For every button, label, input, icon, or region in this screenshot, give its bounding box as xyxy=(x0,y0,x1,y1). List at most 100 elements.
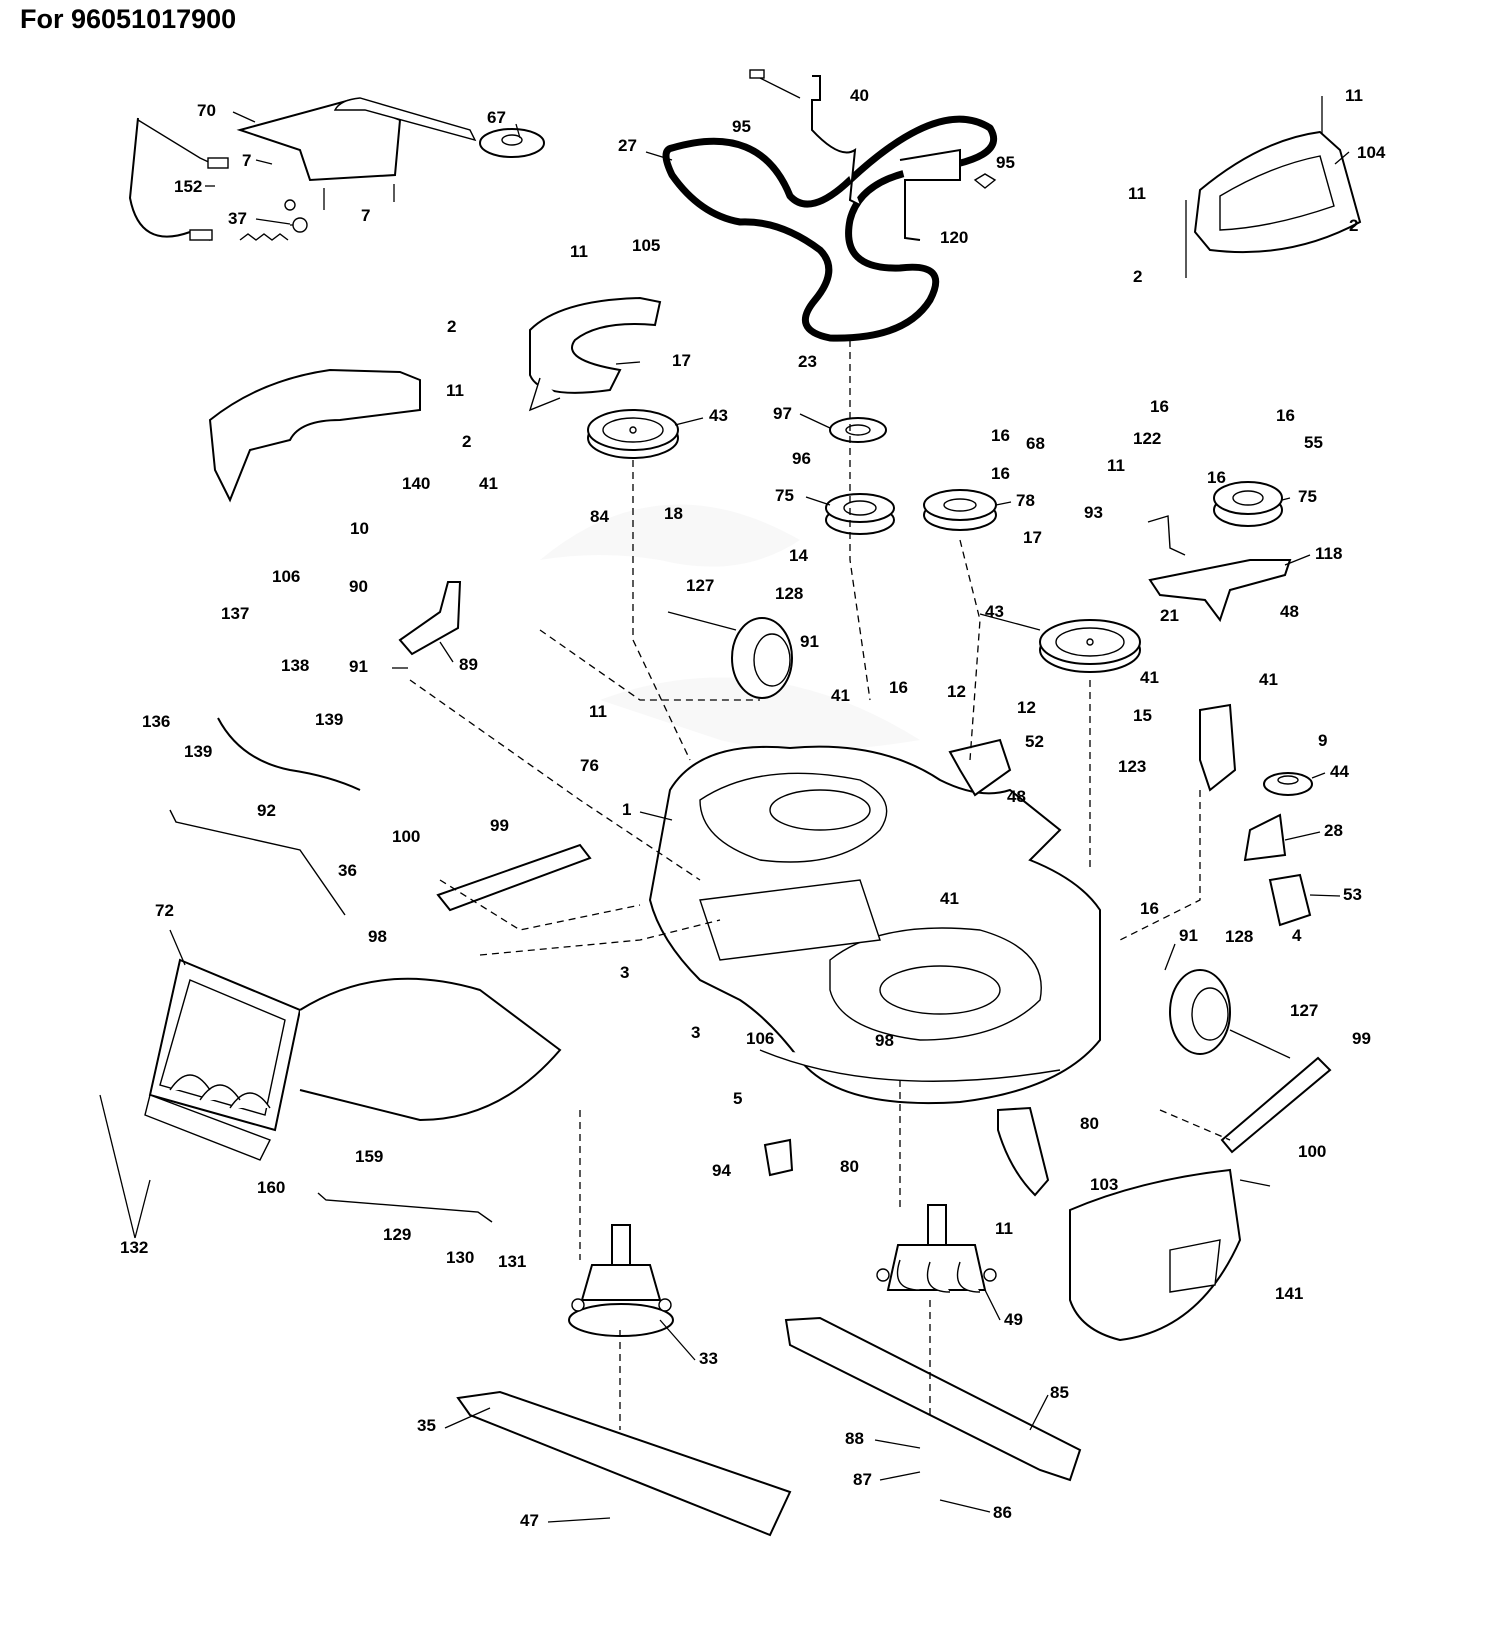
belt-guide-rods xyxy=(749,69,997,241)
callout-138: 138 xyxy=(281,656,309,675)
callout-88: 88 xyxy=(845,1429,864,1448)
gauge-wheel-128-right xyxy=(1169,969,1291,1059)
bracket-15 xyxy=(1199,703,1237,792)
callout-100: 100 xyxy=(392,827,420,846)
callout-2: 2 xyxy=(447,317,456,336)
right-shield-104 xyxy=(1185,96,1362,278)
callout-3: 3 xyxy=(691,1023,700,1042)
gauge-wheel-128-left xyxy=(667,611,793,699)
callout-16: 16 xyxy=(1276,406,1295,425)
callout-43: 43 xyxy=(709,406,728,425)
callout-16: 16 xyxy=(991,464,1010,483)
bracket-89 xyxy=(398,581,462,656)
callout-16: 16 xyxy=(991,426,1010,445)
callout-10: 10 xyxy=(350,519,369,538)
pulley-44 xyxy=(1263,772,1313,796)
callout-92: 92 xyxy=(257,801,276,820)
wash-hose-138 xyxy=(217,717,361,791)
callout-160: 160 xyxy=(257,1178,285,1197)
callout-49: 49 xyxy=(1004,1310,1023,1329)
callout-35: 35 xyxy=(417,1416,436,1435)
callout-78: 78 xyxy=(1016,491,1035,510)
mower-deck-housing xyxy=(648,745,1101,1105)
callout-99: 99 xyxy=(490,816,509,835)
callout-127: 127 xyxy=(1290,1001,1318,1020)
callout-2: 2 xyxy=(1133,267,1142,286)
callout-41: 41 xyxy=(479,474,498,493)
callout-120: 120 xyxy=(940,228,968,247)
callout-55: 55 xyxy=(1304,433,1323,452)
pulley-43-lower xyxy=(1039,619,1141,673)
callout-leaders xyxy=(99,111,1350,1523)
callout-2: 2 xyxy=(1349,216,1358,235)
pulley-43-upper xyxy=(587,409,679,459)
callout-132: 132 xyxy=(120,1238,148,1257)
callout-128: 128 xyxy=(1225,927,1253,946)
callout-11: 11 xyxy=(1128,184,1146,203)
callout-105: 105 xyxy=(632,236,660,255)
callout-3: 3 xyxy=(620,963,629,982)
callout-103: 103 xyxy=(1090,1175,1118,1194)
diagram-title: For 96051017900 xyxy=(20,4,237,34)
callout-106: 106 xyxy=(272,567,300,586)
idler-pulley-97 xyxy=(829,417,887,443)
callout-141: 141 xyxy=(1275,1284,1303,1303)
callout-122: 122 xyxy=(1133,429,1161,448)
lift-assembly xyxy=(128,97,545,241)
callout-96: 96 xyxy=(792,449,811,468)
callout-28: 28 xyxy=(1324,821,1343,840)
callout-75: 75 xyxy=(775,486,794,505)
callout-18: 18 xyxy=(664,504,683,523)
callout-68: 68 xyxy=(1026,434,1045,453)
callout-53: 53 xyxy=(1343,885,1362,904)
callout-9: 9 xyxy=(1318,731,1327,750)
callout-140: 140 xyxy=(402,474,430,493)
lift-arm-99-left xyxy=(436,843,592,912)
callout-128: 128 xyxy=(775,584,803,603)
callout-106: 106 xyxy=(746,1029,774,1048)
callout-7: 7 xyxy=(361,206,370,225)
callout-94: 94 xyxy=(712,1161,731,1180)
callout-33: 33 xyxy=(699,1349,718,1368)
callout-7: 7 xyxy=(242,151,251,170)
idler-pulley-78 xyxy=(923,489,997,531)
callout-41: 41 xyxy=(1140,668,1159,687)
callout-152: 152 xyxy=(174,177,202,196)
callout-86: 86 xyxy=(993,1503,1012,1522)
callout-91: 91 xyxy=(1179,926,1198,945)
callout-41: 41 xyxy=(831,686,850,705)
idler-pulley-75-left xyxy=(825,493,895,535)
callout-93: 93 xyxy=(1084,503,1103,522)
callout-67: 67 xyxy=(487,108,506,127)
callout-23: 23 xyxy=(798,352,817,371)
callout-85: 85 xyxy=(1050,1383,1069,1402)
callout-80: 80 xyxy=(840,1157,859,1176)
callout-75: 75 xyxy=(1298,487,1317,506)
callout-labels: 70 67 7 7 152 37 95 40 27 95 120 11 104 … xyxy=(120,86,1386,1530)
callout-89: 89 xyxy=(459,655,478,674)
idler-pulley-75-right xyxy=(1213,481,1283,527)
callout-123: 123 xyxy=(1118,757,1146,776)
callout-99: 99 xyxy=(1352,1029,1371,1048)
callout-139: 139 xyxy=(315,710,343,729)
callout-41: 41 xyxy=(1259,670,1278,689)
bracket-52 xyxy=(948,738,1012,797)
pulley-shield-105 xyxy=(528,296,662,412)
callout-76: 76 xyxy=(580,756,599,775)
callout-47: 47 xyxy=(520,1511,539,1530)
callout-137: 137 xyxy=(221,604,249,623)
lift-arm-99-right xyxy=(1220,1056,1332,1154)
callout-100: 100 xyxy=(1298,1142,1326,1161)
callout-90: 90 xyxy=(349,577,368,596)
callout-16: 16 xyxy=(889,678,908,697)
callout-11: 11 xyxy=(995,1219,1013,1238)
blade-85 xyxy=(784,1316,1082,1482)
callout-84: 84 xyxy=(590,507,609,526)
callout-44: 44 xyxy=(1330,762,1349,781)
callout-127: 127 xyxy=(686,576,714,595)
callout-1: 1 xyxy=(622,800,631,819)
callout-15: 15 xyxy=(1133,706,1152,725)
callout-72: 72 xyxy=(155,901,174,920)
drive-belt xyxy=(662,115,998,342)
